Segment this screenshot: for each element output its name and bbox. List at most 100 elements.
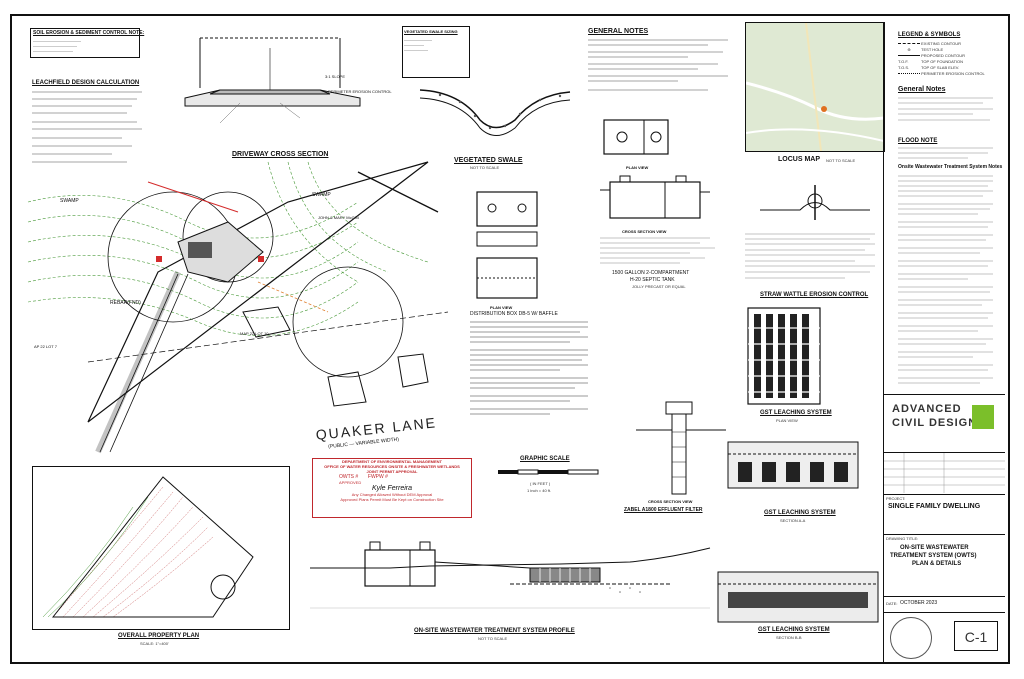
gst-bb-title: GST LEACHING SYSTEM [758,627,830,633]
graphic-scale-bar [498,469,599,475]
general-notes-right-text [898,97,993,121]
septic-tank-subtitle: H-20 SEPTIC TANK [630,277,675,283]
date-row: DATE: OCTOBER 2023 [884,596,1005,611]
owts-profile [310,541,711,609]
gst-aa-title: GST LEACHING SYSTEM [764,510,836,516]
title-block: ADVANCED CIVIL DESIGN PROJECT: SINGLE FA… [883,22,1005,664]
legend-code: T.O.F. [898,59,909,64]
straw-wattle-title: STRAW WATTLE EROSION CONTROL [760,292,869,298]
installation-notes-text [745,233,875,279]
sheet-number: C-1 [954,621,998,651]
survey-notes-text [470,321,588,415]
vegetated-swale-title: VEGETATED SWALE [454,157,523,164]
approval-line2: OFFICE OF WATER RESOURCES ONSITE & FRESH… [324,464,460,469]
septic-plan-view [603,119,669,155]
project-block: PROJECT: SINGLE FAMILY DWELLING [884,494,1005,533]
parcel-left-label: AP 22 LOT 7 [34,344,57,349]
plan-view-title: PLAN VIEW [626,165,649,170]
distribution-box-plan [476,257,538,299]
profile-scale: NOT TO SCALE [478,636,508,641]
revision-table [884,452,1005,493]
graphic-scale-title: GRAPHIC SCALE [520,456,570,462]
legend-code: T.O.S. [898,65,910,70]
company-logo-block: ADVANCED CIVIL DESIGN [884,394,1005,451]
legend-item: TOP OF FOUNDATION [921,59,964,64]
swamp-label: SWAMP [312,192,331,198]
approval-signer: Kyle Ferreira [371,485,413,492]
driveway-title: DRIVEWAY CROSS SECTION [232,151,329,158]
drawing-label: DRAWING TITLE: [886,536,919,541]
flood-note-title: FLOOD NOTE [898,138,938,144]
approval-fwpw: FWPW # [367,474,388,480]
drawing-title-1: ON-SITE WASTEWATER [900,545,969,551]
date-value: OCTOBER 2023 [900,600,938,606]
drawing-title-3: PLAN & DETAILS [912,561,962,567]
swamp-label: SWAMP [60,198,79,204]
swale-sizing-table: VEGETATED SWALE SIZING ―――――――――――――――――… [402,26,470,78]
legend-item: TOP OF SLAB ELEV. [921,65,960,70]
overall-plan-scale: SCALE: 1"=400' [140,641,169,646]
cross-section-title: CROSS SECTION VIEW [622,229,667,234]
septic-notes-text [600,237,715,264]
owts-notes-text [898,175,993,384]
date-label: DATE: [886,601,898,606]
legend-item: EXISTING CONTOUR [921,41,962,46]
approval-owts: OWTS # [339,474,359,480]
septic-cross-section [600,175,710,219]
approval-line3: JOINT PERMIT APPROVAL [366,469,418,474]
gst-plan-sub: PLAN VIEW [776,418,798,423]
leachfield-title: LEACHFIELD DESIGN CALCULATION [32,80,140,86]
drawing-title-block: DRAWING TITLE: ON-SITE WASTEWATER TREATM… [884,534,1005,595]
distribution-box-label: PLAN VIEW [490,305,513,310]
distribution-box-title: DISTRIBUTION BOX DB-5 W/ BAFFLE [470,311,558,317]
project-name: SINGLE FAMILY DWELLING [888,503,981,510]
owner-label: JOHN & MARY McGIN [318,215,359,220]
driveway-slope-label: 3:1 SLOPE [325,74,346,79]
erosion-notes-title: SOIL EROSION & SEDIMENT CONTROL NOTE: [33,30,145,36]
effluent-filter-sub: CROSS SECTION VIEW [648,499,693,504]
septic-tank-note: JOLLY PRECAST OR EQUAL [632,284,686,289]
gst-bb-sub: SECTION B-B [776,635,802,640]
seal-sheet-row: C-1 [884,612,1005,665]
site-plan [27,161,449,454]
profile-title: ON-SITE WASTEWATER TREATMENT SYSTEM PROF… [414,628,575,634]
flood-note-text [898,147,993,159]
graphic-scale-ratio: 1 inch = 40 ft. [527,488,552,493]
erosion-notes-box: SOIL EROSION & SEDIMENT CONTROL NOTE: ――… [30,28,145,58]
legend-item: PERIMETER EROSION CONTROL [921,71,985,76]
approval-approved: APPROVED [339,480,362,485]
effluent-filter-title: ZABEL A1800 EFFLUENT FILTER [624,507,703,513]
gst-section-bb [717,571,879,623]
septic-tank-title: 1500 GALLON 2-COMPARTMENT [612,270,690,276]
approval-note2: Approved Plans Permit Must Be Kept on Co… [340,497,444,502]
swale-sizing-title: VEGETATED SWALE SIZING [404,29,458,34]
engineer-seal-icon [890,617,932,659]
general-notes-mid-title: GENERAL NOTES [588,28,649,35]
drawing-title-2: TREATMENT SYSTEM (OWTS) [890,553,977,559]
company-name-1: ADVANCED [892,403,962,415]
locus-scale: NOT TO SCALE [826,158,856,163]
distribution-box-detail [476,191,538,247]
approval-line1: DEPARTMENT OF ENVIRONMENTAL MANAGEMENT [342,459,442,464]
graphic-scale-unit: ( IN FEET ) [530,481,551,486]
vegetated-swale-scale: NOT TO SCALE [470,165,500,170]
approval-stamp: DEPARTMENT OF ENVIRONMENTAL MANAGEMENT O… [312,458,472,518]
legend-item: PROPOSED CONTOUR [921,53,966,58]
driveway-swale-label: PERIMETER EROSION CONTROL [328,89,392,94]
overall-plan-title: OVERALL PROPERTY PLAN [118,633,200,639]
owts-notes-title: Onsite Wastewater Treatment System Notes [898,164,1003,170]
locus-map [745,22,885,152]
company-logo-icon [972,405,994,429]
company-name-2: CIVIL DESIGN [892,417,978,429]
erosion-notes-text: ――――――――――――――――――――――――――――――――― [33,38,81,53]
effluent-filter-detail [636,401,726,495]
rebar-label: REBAR(FND) [110,300,141,306]
straw-wattle-section [760,185,870,220]
legend-item: TEST HOLE [921,47,944,52]
leachfield-calc-text [32,91,142,163]
locus-title: LOCUS MAP [778,156,820,163]
gst-plan-view [747,307,821,405]
vegetated-swale-detail [419,89,571,136]
legend-list: EXISTING CONTOUR ⊕ TEST HOLE PROPOSED CO… [898,41,985,76]
general-notes-right-title: General Notes [898,86,946,93]
